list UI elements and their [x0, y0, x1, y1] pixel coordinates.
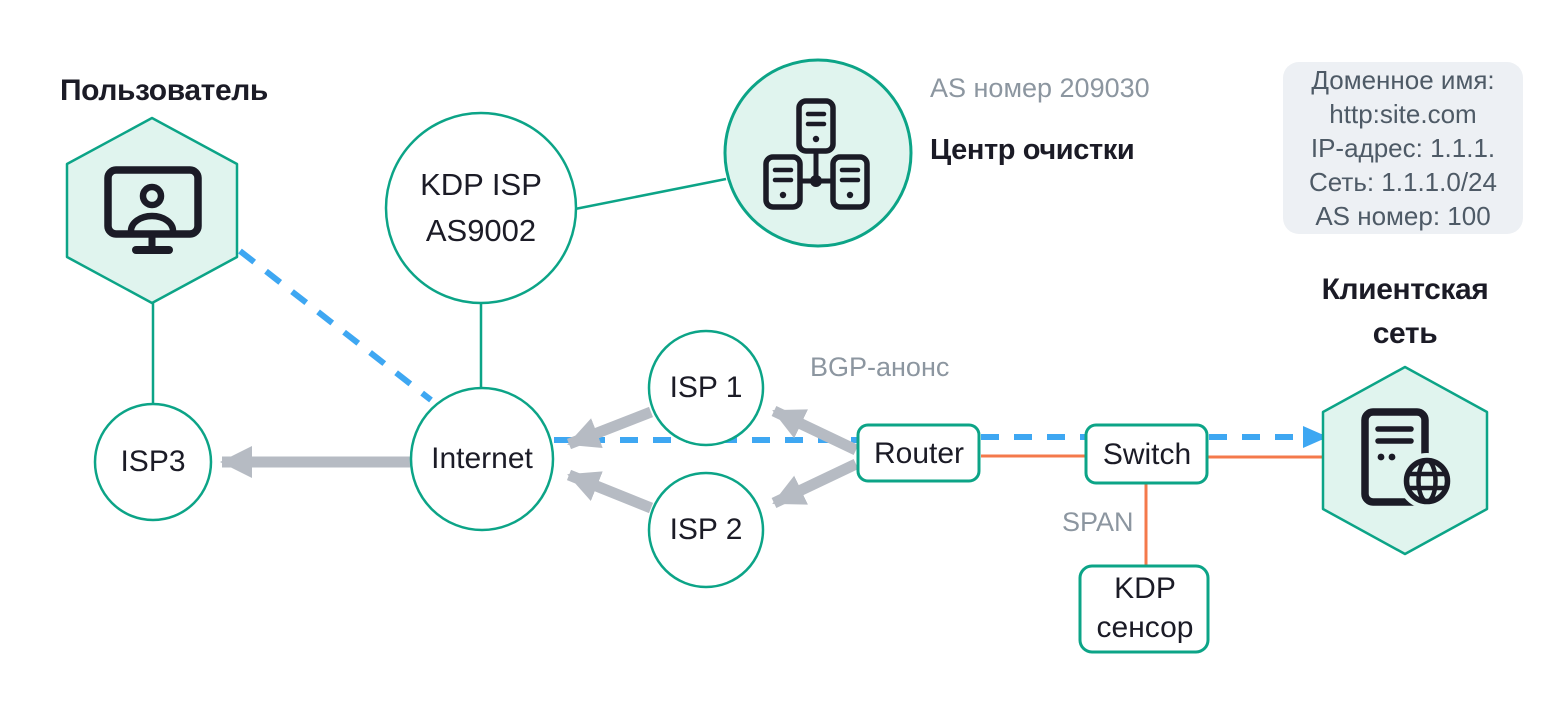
isp1-circle — [647, 329, 765, 447]
bgp-announce-label: BGP-анонс — [810, 352, 950, 382]
isp2-internet-arrow — [566, 469, 654, 514]
client-network-label: Клиентская сеть — [1322, 268, 1489, 356]
teal-connectors — [151, 177, 727, 406]
kdp-sensor-label: KDP сенсор — [1097, 569, 1194, 647]
switch-label: Switch — [1102, 437, 1192, 471]
info-line-url: http:site.com — [1329, 99, 1477, 129]
user-internet-dashed-link — [238, 248, 433, 403]
kdp-isp-line1: KDP ISP — [420, 167, 542, 202]
kdp-isp-label: KDP ISP AS9002 — [420, 162, 542, 254]
server-globe-icon — [1361, 408, 1455, 509]
client-network-line1: Клиентская — [1321, 273, 1489, 306]
user-hexagon — [65, 116, 239, 305]
span-label: SPAN — [1062, 507, 1134, 537]
dashed-traffic-path — [238, 248, 1328, 448]
info-line-network: Сеть: 1.1.1.0/24 — [1309, 167, 1497, 197]
isp3-circle — [93, 402, 213, 522]
kdp-isp-circle — [384, 111, 578, 305]
router-isp2-arrow — [771, 459, 859, 508]
isp1-internet-arrow — [567, 406, 653, 450]
info-line-as: AS номер: 100 — [1315, 201, 1491, 231]
client-hexagon — [1321, 365, 1489, 556]
internet-label: Internet — [431, 441, 533, 475]
switch-box — [1084, 423, 1209, 485]
isp2-label: ISP 2 — [669, 512, 743, 546]
info-line-ip: IP-адрес: 1.1.1. — [1310, 133, 1496, 163]
router-label: Router — [873, 436, 965, 470]
user-label: Пользователь — [60, 74, 268, 107]
router-isp1-arrow — [771, 406, 859, 455]
client-info-box: Доменное имя: http:site.com IP-адрес: 1.… — [1283, 62, 1523, 234]
gray-bgp-arrows — [220, 406, 859, 514]
kdp-sensor-line2: сенсор — [1096, 611, 1194, 644]
kdp-sensor-box — [1078, 564, 1210, 654]
cleaning-center-title: Центр очистки — [930, 134, 1135, 166]
cleaning-as-number: AS номер 209030 — [930, 73, 1150, 103]
kdp-sensor-line1: KDP — [1114, 572, 1176, 605]
orange-links — [981, 454, 1325, 565]
kdpisp-cleaning-link — [574, 177, 727, 211]
isp1-label: ISP 1 — [669, 370, 743, 404]
kdp-isp-line2: AS9002 — [425, 213, 537, 248]
isp2-circle — [647, 471, 765, 589]
client-network-line2: сеть — [1372, 317, 1438, 350]
server-cluster-icon — [763, 98, 870, 210]
isp3-label: ISP3 — [120, 444, 186, 478]
monitor-user-icon — [104, 166, 202, 254]
router-box — [856, 423, 981, 483]
internet-circle — [409, 386, 555, 532]
info-line-domain: Доменное имя: — [1311, 65, 1495, 95]
